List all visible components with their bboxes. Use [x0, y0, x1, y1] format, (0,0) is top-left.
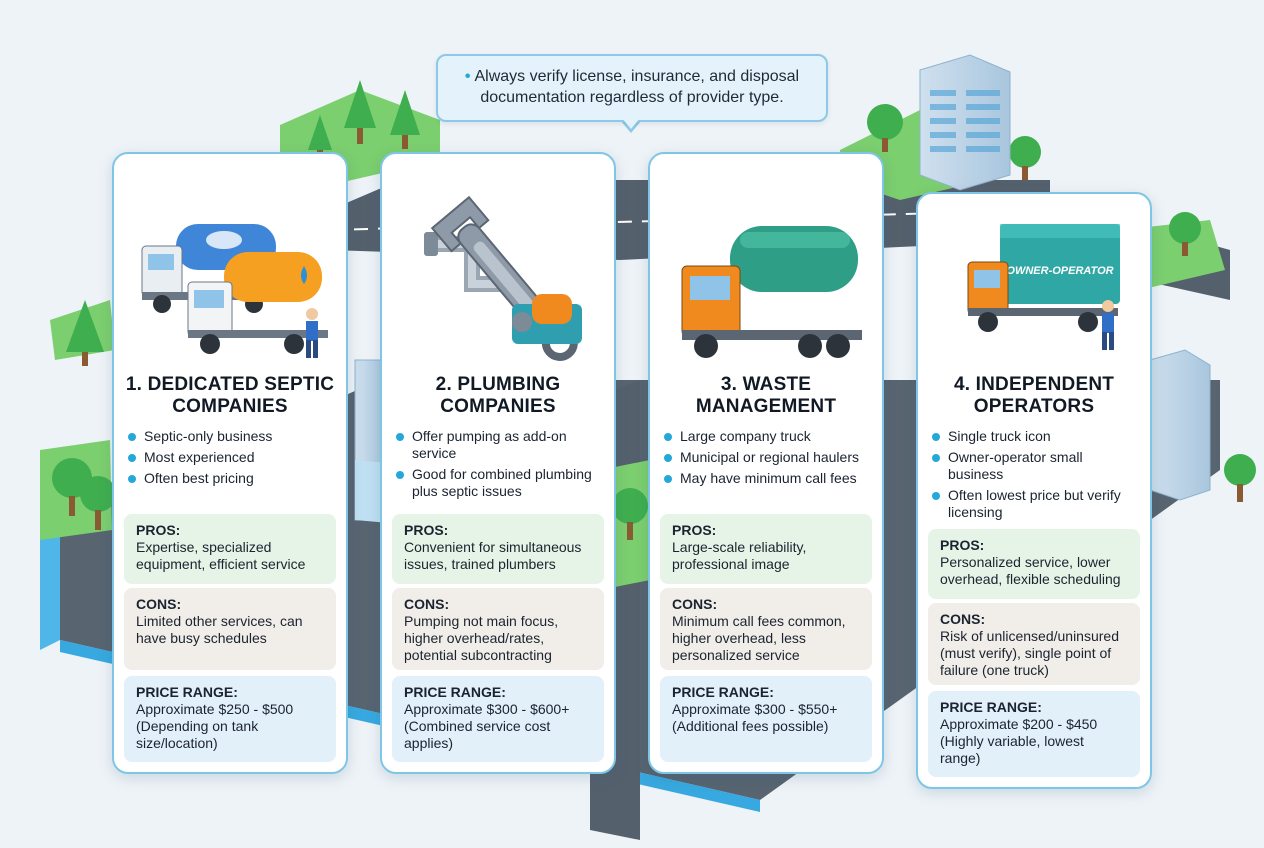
price-text: Approximate $250 - $500: [136, 701, 294, 717]
feature-list: Large company truck Municipal or regiona…: [660, 428, 872, 506]
feature-list: Single truck icon Owner-operator small b…: [928, 428, 1140, 521]
box-truck-icon: OWNER-OPERATOR: [928, 194, 1140, 374]
card-title: 4. INDEPENDENT OPERATORS: [928, 374, 1140, 418]
price-box: PRICE RANGE: Approximate $300 - $600+ (C…: [392, 676, 604, 762]
card-title-line1: 1. DEDICATED SEPTIC: [125, 374, 335, 395]
cons-text: Minimum call fees common, higher overhea…: [672, 613, 846, 663]
list-item: Large company truck: [664, 428, 872, 445]
list-item: Often lowest price but verify licensing: [932, 487, 1140, 521]
pros-text: Personalized service, lower overhead, fl…: [940, 554, 1121, 587]
pros-label: PROS:: [940, 537, 985, 553]
pros-box: PROS: Convenient for simultaneous issues…: [392, 514, 604, 584]
cons-label: CONS:: [136, 596, 182, 612]
pros-label: PROS:: [404, 522, 449, 538]
list-item: Septic-only business: [128, 428, 336, 445]
card-title-line2: MANAGEMENT: [695, 396, 837, 417]
price-note: (Additional fees possible): [672, 718, 829, 734]
cons-box: CONS: Pumping not main focus, higher ove…: [392, 588, 604, 670]
card-plumbing: 2. PLUMBING COMPANIES Offer pumping as a…: [380, 152, 616, 774]
card-independent-operators: OWNER-OPERATOR 4. INDEPENDENT OPERATORS …: [916, 192, 1152, 789]
list-item: Owner-operator small business: [932, 449, 1140, 483]
price-box: PRICE RANGE: Approximate $250 - $500 (De…: [124, 676, 336, 762]
list-item: Municipal or regional haulers: [664, 449, 872, 466]
price-note: (Combined service cost applies): [404, 718, 551, 751]
owner-operator-label: OWNER-OPERATOR: [1006, 265, 1113, 277]
price-label: PRICE RANGE:: [136, 684, 238, 700]
price-box: PRICE RANGE: Approximate $300 - $550+ (A…: [660, 676, 872, 762]
card-title-line2: COMPANIES: [440, 396, 556, 417]
feature-list: Offer pumping as add-on service Good for…: [392, 428, 604, 506]
card-dedicated-septic: 1. DEDICATED SEPTIC COMPANIES Septic-onl…: [112, 152, 348, 774]
feature-list: Septic-only business Most experienced Of…: [124, 428, 336, 506]
list-item: Single truck icon: [932, 428, 1140, 445]
price-text: Approximate $200 - $450: [940, 716, 1098, 732]
card-title: 3. WASTE MANAGEMENT: [660, 374, 872, 418]
cons-text: Limited other services, can have busy sc…: [136, 613, 303, 646]
card-title-line1: 4. INDEPENDENT: [953, 374, 1115, 395]
list-item: Most experienced: [128, 449, 336, 466]
large-truck-icon: [660, 154, 872, 374]
verification-callout: •Always verify license, insurance, and d…: [436, 54, 828, 122]
pros-text: Expertise, specialized equipment, effici…: [136, 539, 306, 572]
cons-text: Risk of unlicensed/uninsured (must verif…: [940, 628, 1119, 678]
cons-box: CONS: Limited other services, can have b…: [124, 588, 336, 670]
cons-box: CONS: Risk of unlicensed/uninsured (must…: [928, 603, 1140, 685]
cons-label: CONS:: [404, 596, 450, 612]
list-item: Offer pumping as add-on service: [396, 428, 604, 462]
pros-box: PROS: Personalized service, lower overhe…: [928, 529, 1140, 599]
card-title: 1. DEDICATED SEPTIC COMPANIES: [124, 374, 336, 418]
card-waste-management: 3. WASTE MANAGEMENT Large company truck …: [648, 152, 884, 774]
card-title-line1: 2. PLUMBING: [435, 374, 561, 395]
price-note: (Highly variable, lowest range): [940, 733, 1084, 766]
pros-box: PROS: Large-scale reliability, professio…: [660, 514, 872, 584]
pros-text: Large-scale reliability, professional im…: [672, 539, 807, 572]
cons-label: CONS:: [672, 596, 718, 612]
price-label: PRICE RANGE:: [672, 684, 774, 700]
card-title-line2: OPERATORS: [973, 396, 1095, 417]
price-label: PRICE RANGE:: [404, 684, 506, 700]
cons-text: Pumping not main focus, higher overhead/…: [404, 613, 559, 663]
pros-box: PROS: Expertise, specialized equipment, …: [124, 514, 336, 584]
price-text: Approximate $300 - $600+: [404, 701, 570, 717]
pros-label: PROS:: [136, 522, 181, 538]
card-title: 2. PLUMBING COMPANIES: [392, 374, 604, 418]
wrench-pipe-icon: [392, 154, 604, 374]
list-item: May have minimum call fees: [664, 470, 872, 487]
card-title-line1: 3. WASTE: [720, 374, 812, 395]
cons-box: CONS: Minimum call fees common, higher o…: [660, 588, 872, 670]
card-title-line2: COMPANIES: [172, 396, 288, 417]
tanker-fleet-icon: [124, 154, 336, 374]
price-text: Approximate $300 - $550+: [672, 701, 838, 717]
list-item: Often best pricing: [128, 470, 336, 487]
price-note: (Depending on tank size/location): [136, 718, 259, 751]
pros-text: Convenient for simultaneous issues, trai…: [404, 539, 582, 572]
cons-label: CONS:: [940, 611, 986, 627]
price-box: PRICE RANGE: Approximate $200 - $450 (Hi…: [928, 691, 1140, 777]
callout-bullet: •: [464, 68, 471, 85]
callout-text: Always verify license, insurance, and di…: [474, 68, 800, 106]
list-item: Good for combined plumbing plus septic i…: [396, 466, 604, 500]
callout-tail-fill: [622, 118, 640, 129]
pros-label: PROS:: [672, 522, 717, 538]
price-label: PRICE RANGE:: [940, 699, 1042, 715]
